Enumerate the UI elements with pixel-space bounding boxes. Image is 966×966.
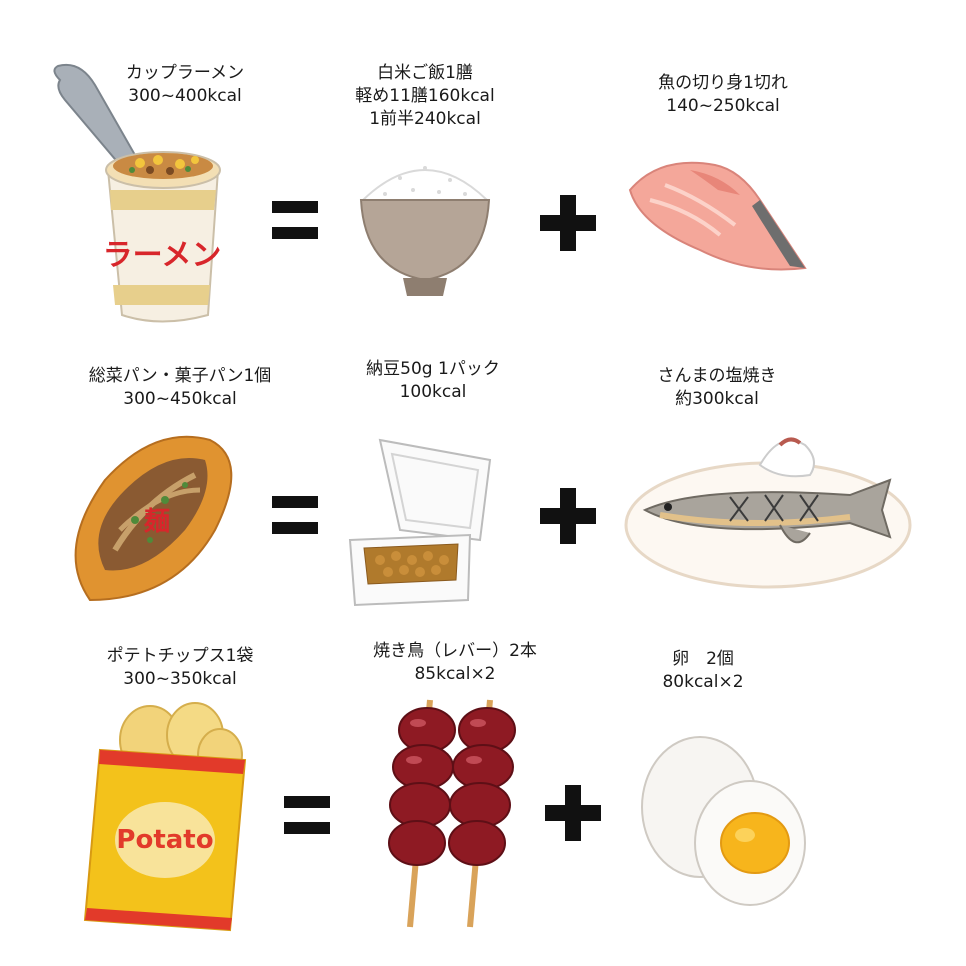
label-yakitori-kcal: 85kcal×2 [414, 664, 496, 684]
label-yakitori-name: 焼き鳥（レバー）2本 [373, 641, 537, 661]
boiled-eggs-icon [641, 736, 806, 906]
label-rice-half: 1前半240kcal [369, 109, 481, 129]
bread-topping-text: 麺 [143, 507, 170, 537]
natto-pack-icon [348, 438, 492, 607]
label-fish-fillet-name: 魚の切り身1切れ [658, 73, 788, 93]
label-cup-ramen-name: カップラーメン [125, 63, 245, 83]
label-bread: 総菜パン・菓子パン1個 300~450kcal [89, 365, 272, 411]
label-natto-name: 納豆50g 1パック [366, 359, 500, 379]
plus-icon [540, 195, 596, 251]
yakisoba-bread-icon: 麺 [74, 435, 233, 602]
label-potato-chips: ポテトチップス1袋 300~350kcal [107, 645, 254, 691]
label-rice-light: 軽め11膳160kcal [355, 86, 495, 106]
label-saury-name: さんまの塩焼き [657, 366, 777, 386]
label-fish-fillet-kcal: 140~250kcal [666, 96, 780, 116]
label-egg-kcal: 80kcal×2 [662, 672, 744, 692]
label-saury-kcal: 約300kcal [675, 389, 759, 409]
equals-icon [272, 201, 318, 239]
cup-ramen-wrapper-text: ラーメン [103, 238, 222, 273]
label-natto-kcal: 100kcal [399, 382, 467, 402]
label-saury: さんまの塩焼き 約300kcal [658, 365, 777, 411]
label-cup-ramen-kcal: 300~400kcal [128, 86, 242, 106]
label-natto: 納豆50g 1パック 100kcal [366, 358, 500, 404]
label-potato-chips-name: ポテトチップス1袋 [106, 646, 254, 666]
potato-chips-bag-icon: Potato [83, 702, 247, 932]
label-rice: 白米ご飯1膳 軽め11膳160kcal 1前半240kcal [355, 62, 494, 131]
grilled-saury-icon [624, 437, 912, 589]
label-cup-ramen: カップラーメン 300~400kcal [126, 62, 244, 108]
equals-icon [272, 496, 318, 534]
label-yakitori: 焼き鳥（レバー）2本 85kcal×2 [373, 640, 537, 686]
salmon-fillet-icon [628, 161, 807, 271]
plus-icon [540, 488, 596, 544]
label-egg: 卵 2個 80kcal×2 [662, 648, 743, 694]
chips-bag-text: Potato [116, 825, 213, 855]
label-potato-chips-kcal: 300~350kcal [123, 669, 237, 689]
plus-icon [545, 785, 601, 841]
label-fish-fillet: 魚の切り身1切れ 140~250kcal [658, 72, 788, 118]
cup-ramen-icon: ラーメン [53, 63, 222, 323]
label-bread-kcal: 300~450kcal [123, 389, 237, 409]
label-rice-name: 白米ご飯1膳 [377, 63, 473, 83]
label-bread-name: 総菜パン・菓子パン1個 [88, 366, 272, 386]
rice-bowl-icon [359, 166, 491, 296]
label-egg-name: 卵 2個 [672, 649, 734, 669]
yakitori-skewers-icon [388, 699, 516, 928]
equals-icon [284, 796, 330, 834]
